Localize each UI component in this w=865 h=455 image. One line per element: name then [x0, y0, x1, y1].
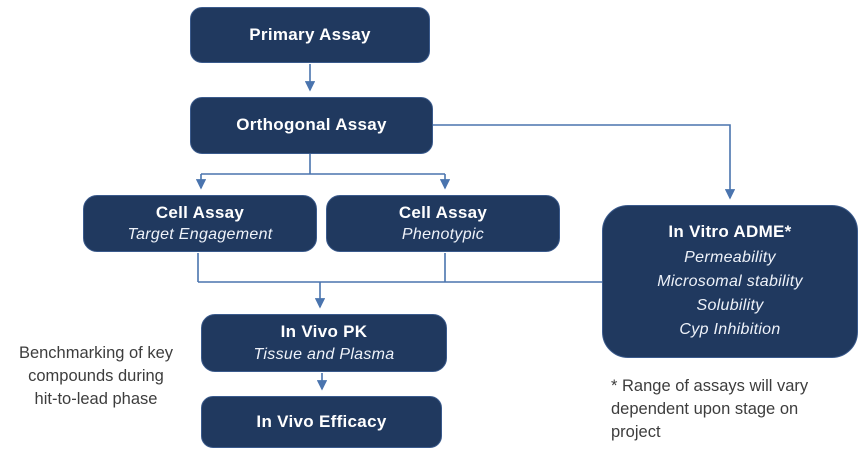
annotation-benchmarking: Benchmarking of key compounds during hit… — [2, 342, 190, 410]
adme-item: Microsomal stability — [657, 272, 803, 290]
node-title: Cell Assay — [155, 202, 245, 222]
node-primary-assay: Primary Assay — [190, 7, 430, 63]
annotation-line: project — [611, 422, 661, 441]
node-title: In Vivo Efficacy — [256, 411, 387, 431]
adme-item: Permeability — [684, 248, 776, 266]
adme-item: Solubility — [696, 296, 764, 314]
node-in-vitro-adme: In Vitro ADME* Permeability Microsomal s… — [602, 205, 858, 358]
arrow-orthogonal-to-adme — [433, 124, 736, 200]
annotation-line: Benchmarking of key — [18, 344, 174, 362]
node-cell-assay-phenotypic: Cell Assay Phenotypic — [326, 195, 560, 252]
connector-orthogonal-split — [201, 154, 445, 175]
adme-item: Cyp Inhibition — [679, 320, 781, 338]
node-in-vivo-efficacy: In Vivo Efficacy — [201, 396, 442, 448]
annotation-footnote: * Range of assays will vary dependent up… — [611, 375, 856, 443]
annotation-line: dependent upon stage on — [611, 399, 799, 418]
node-title: In Vivo PK — [280, 322, 368, 342]
node-title: Orthogonal Assay — [236, 115, 387, 135]
node-title: Primary Assay — [249, 24, 371, 44]
node-cell-assay-target-engagement: Cell Assay Target Engagement — [83, 195, 317, 252]
node-title: In Vitro ADME* — [668, 222, 792, 242]
connector-cells-merge — [197, 253, 602, 283]
node-orthogonal-assay: Orthogonal Assay — [190, 97, 433, 154]
node-title: Cell Assay — [398, 202, 488, 222]
node-subtitle: Target Engagement — [127, 226, 273, 244]
annotation-line: hit-to-lead phase — [34, 389, 158, 408]
annotation-line: compounds during — [28, 366, 164, 385]
node-subtitle: Tissue and Plasma — [253, 345, 395, 363]
node-subtitle: Phenotypic — [401, 226, 485, 244]
node-in-vivo-pk: In Vivo PK Tissue and Plasma — [201, 314, 447, 372]
annotation-line: * Range of assays will vary — [611, 377, 809, 395]
